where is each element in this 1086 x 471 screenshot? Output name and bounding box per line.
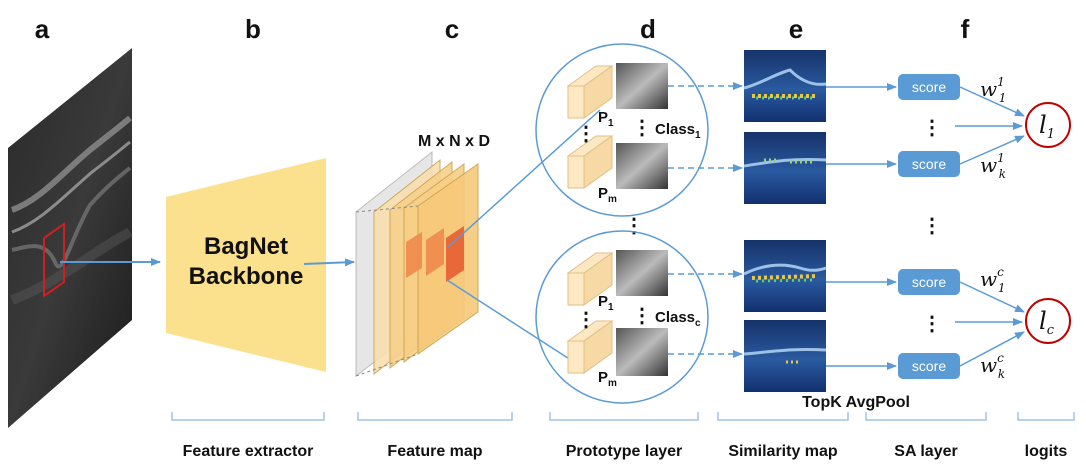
score-label-4: score — [912, 358, 946, 374]
backbone-label-line2: Backbone — [189, 263, 304, 290]
prototype-group-class1: P1 Pm ⋮ ⋮ Class1 — [535, 43, 709, 217]
prototype-patch-p1 — [616, 63, 668, 109]
score-label-2: score — [912, 156, 946, 172]
panel-label-b: b — [245, 14, 261, 44]
prototype-cube-classc-pm — [566, 320, 614, 374]
panel-label-a: a — [35, 14, 50, 44]
oct-input-scan — [8, 48, 133, 428]
arrow-score4-to-lc — [959, 331, 1025, 367]
panel-label-d: d — [640, 14, 656, 44]
score-label-1: score — [912, 79, 946, 95]
feature-map-dims: M x N x D — [418, 133, 490, 150]
prototype-group-classc: P1 Pm ⋮ ⋮ Classc — [535, 230, 709, 404]
vdots-patches-1: ⋮ — [632, 117, 652, 139]
vdots-patches-c: ⋮ — [632, 305, 652, 327]
vdots-scores-c: ⋮ — [922, 313, 942, 335]
similarity-map-1 — [743, 50, 827, 122]
svg-text:lc: lc — [1039, 307, 1055, 338]
vdots-scores-1: ⋮ — [922, 117, 942, 139]
prototype-cube-p1 — [566, 65, 614, 119]
bracket-similarity-map — [717, 412, 849, 421]
vdots-scores-mid: ⋮ — [922, 215, 942, 237]
bracket-feature-extractor — [171, 412, 325, 421]
bracket-sa-layer — [865, 412, 987, 421]
arrow-score3-to-lc — [959, 281, 1025, 313]
score-box-4: score — [898, 353, 960, 379]
prototype-patch-classc-pm — [616, 328, 668, 376]
similarity-map-3 — [743, 240, 827, 312]
prototype-cube-classc-p1 — [566, 252, 614, 306]
label-sa-layer: SA layer — [894, 443, 957, 460]
bracket-prototype-layer — [549, 412, 699, 421]
prototype-label-classc-p1: P1 — [598, 293, 614, 313]
score-box-3: score — [898, 269, 960, 295]
oct-patch-highlight — [43, 222, 65, 298]
arrow-score1-to-l1 — [959, 86, 1025, 117]
panel-label-e: e — [789, 14, 803, 44]
score-box-1: score — [898, 74, 960, 100]
topk-avgpool-label: TopK AvgPool — [802, 394, 910, 411]
arrow-score2-to-l1 — [959, 135, 1025, 165]
similarity-map-2 — [743, 132, 827, 204]
vdots-prototypes-c: ⋮ — [576, 309, 596, 331]
prototype-label-p1: P1 — [598, 109, 614, 129]
bracket-feature-map — [357, 412, 513, 421]
panel-label-c: c — [445, 14, 459, 44]
svg-text:l1: l1 — [1039, 111, 1055, 142]
bottom-brackets — [171, 412, 1075, 421]
prototype-label-pm: Pm — [598, 185, 617, 205]
classc-label: Classc — [655, 309, 701, 329]
feature-map-stack — [355, 150, 479, 378]
class1-label: Class1 — [655, 121, 701, 141]
logit-lc: lc — [1025, 298, 1071, 344]
label-feature-extractor: Feature extractor — [183, 443, 314, 460]
feature-map-hot-cell — [446, 226, 464, 282]
label-similarity-map: Similarity map — [728, 443, 838, 460]
panel-label-f: f — [961, 14, 970, 44]
label-logits: logits — [1025, 443, 1068, 460]
score-box-2: score — [898, 151, 960, 177]
link-to-class1-prototypes — [446, 109, 601, 249]
prototype-patch-pm — [616, 143, 668, 189]
score-label-3: score — [912, 274, 946, 290]
link-to-classc-prototypes — [446, 279, 575, 363]
arrow-backbone-to-featuremap — [303, 258, 355, 267]
prototype-patch-classc-p1 — [616, 250, 668, 296]
logit-l1: l1 — [1025, 102, 1071, 148]
prototype-label-classc-pm: Pm — [598, 369, 617, 389]
label-feature-map: Feature map — [387, 443, 482, 460]
backbone-label-line1: BagNet — [204, 233, 288, 260]
similarity-map-4 — [743, 320, 827, 392]
vdots-prototypes-1: ⋮ — [576, 123, 596, 145]
label-prototype-layer: Prototype layer — [566, 443, 682, 460]
backbone-block — [166, 158, 326, 372]
prototype-cube-pm — [566, 135, 614, 189]
bracket-logits — [1017, 412, 1075, 421]
